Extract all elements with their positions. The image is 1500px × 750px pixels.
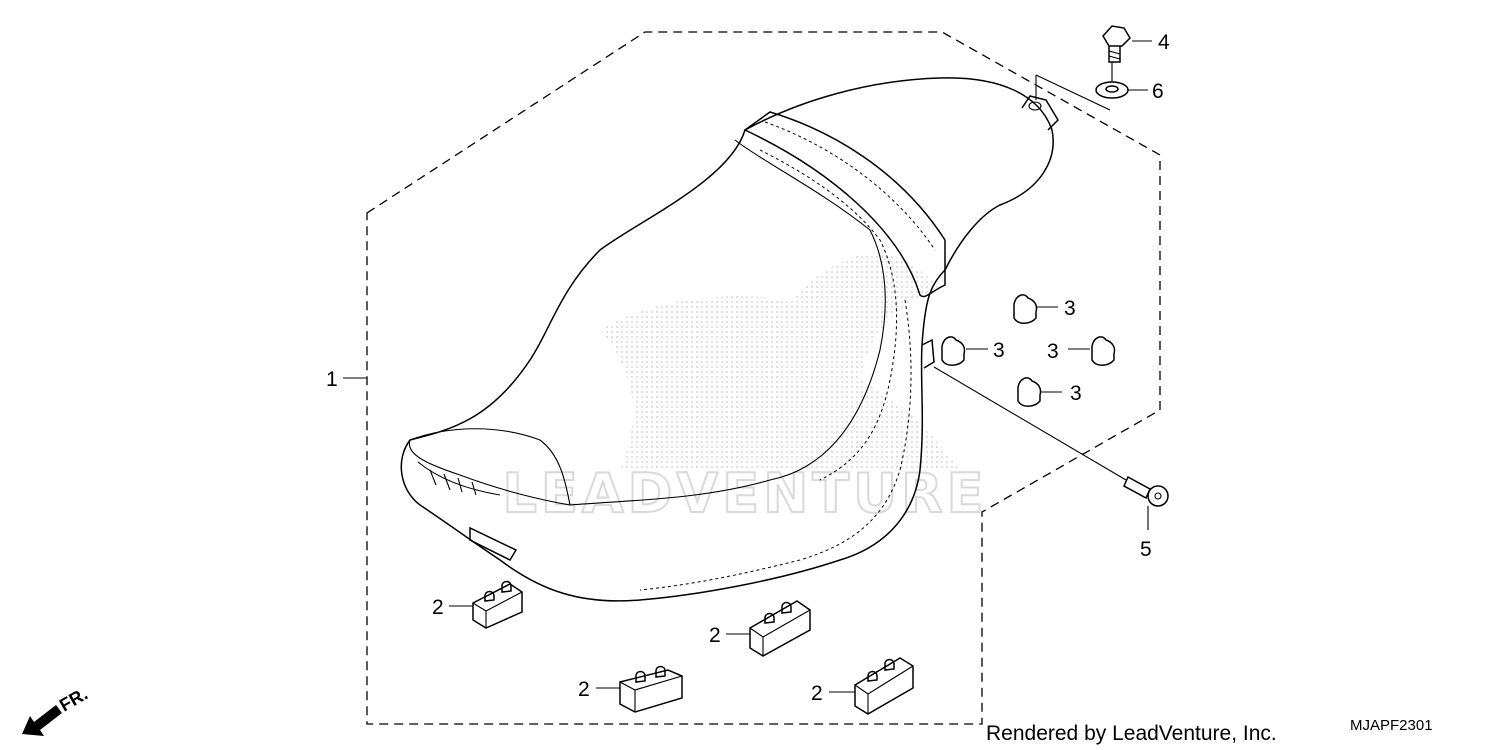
rubber-block-part-2b xyxy=(749,600,811,657)
callout-2b: 2 xyxy=(709,624,721,647)
leader-lines xyxy=(343,40,1152,693)
seat-illustration xyxy=(400,77,1059,602)
callout-2c: 2 xyxy=(578,678,590,701)
callout-3d: 3 xyxy=(1070,382,1082,405)
credit-text: Rendered by LeadVenture, Inc. xyxy=(986,722,1277,745)
washer-part-6 xyxy=(1095,81,1129,99)
callout-4: 4 xyxy=(1158,31,1170,54)
diagram-code: MJAPF2301 xyxy=(1350,717,1433,734)
callout-3c: 3 xyxy=(1047,340,1059,363)
screw-part-5 xyxy=(1123,475,1169,507)
watermark-wing-logo xyxy=(600,253,960,470)
front-arrow-icon xyxy=(22,705,62,736)
callout-3b: 3 xyxy=(993,339,1005,362)
rubber-block-part-2c xyxy=(619,665,683,713)
callout-5: 5 xyxy=(1140,538,1152,561)
rubber-block-part-2a xyxy=(472,580,523,629)
cushion-part-3b xyxy=(941,336,966,366)
callout-2a: 2 xyxy=(432,596,444,619)
callout-6: 6 xyxy=(1152,80,1164,103)
rubber-block-part-2d xyxy=(854,657,914,715)
cushion-part-3a xyxy=(1013,294,1038,324)
front-label: FR. xyxy=(56,684,91,716)
callout-2d: 2 xyxy=(811,682,823,705)
bolt-part-4 xyxy=(1102,25,1131,63)
cushion-part-3d xyxy=(1017,377,1042,407)
cushion-part-3c xyxy=(1091,336,1116,366)
callout-1: 1 xyxy=(326,368,338,391)
callout-3a: 3 xyxy=(1064,297,1076,320)
